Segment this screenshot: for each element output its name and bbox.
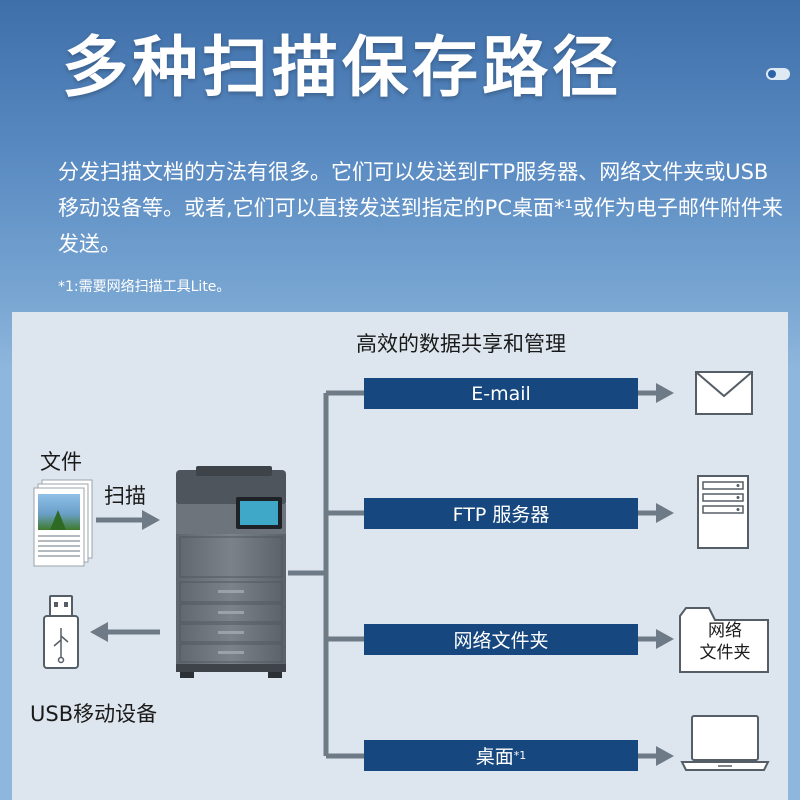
destination-desktop-label: 桌面 (475, 746, 514, 768)
folder-icon (679, 607, 769, 673)
connector-lines (288, 390, 364, 759)
destination-ftp-server[interactable]: FTP 服务器 (364, 498, 638, 529)
toggle-switch[interactable] (766, 68, 790, 80)
destination-network-folder[interactable]: 网络文件夹 (364, 624, 638, 655)
folder-icon-text: 网络 文件夹 (683, 620, 767, 664)
usb-drive-icon (43, 595, 79, 669)
destination-folder-label: 网络文件夹 (453, 630, 549, 652)
arrow-ftp (638, 503, 674, 523)
footnote-text: *1:需要网络扫描工具Lite。 (58, 279, 231, 295)
destination-email[interactable]: E-mail (364, 378, 638, 409)
usb-arrow (90, 622, 160, 642)
usb-label: USB移动设备 (30, 702, 158, 726)
destination-desktop[interactable]: 桌面*1 (364, 740, 638, 771)
page-title: 多种扫描保存路径 (62, 29, 622, 106)
destination-ftp-label: FTP 服务器 (452, 504, 550, 526)
diagram-heading: 高效的数据共享和管理 (356, 332, 566, 356)
arrow-desktop (638, 746, 674, 766)
scan-label: 扫描 (104, 484, 146, 508)
document-label: 文件 (40, 450, 82, 474)
toggle-knob (768, 70, 776, 78)
document-stack-icon (33, 479, 93, 567)
scan-arrow (96, 510, 160, 530)
folder-icon-text-line1: 网络 (708, 621, 742, 641)
folder-icon-text-line2: 文件夹 (699, 643, 751, 663)
destination-email-label: E-mail (471, 382, 531, 405)
destination-desktop-footnote-mark: *1 (513, 749, 527, 762)
laptop-icon (680, 715, 770, 771)
output-arrows (638, 383, 674, 766)
envelope-icon (695, 371, 753, 415)
arrow-email (638, 383, 674, 403)
description-text: 分发扫描文档的方法有很多。它们可以发送到FTP服务器、网络文件夹或USB移动设备… (58, 160, 783, 256)
multifunction-printer-image (176, 466, 286, 678)
server-icon (697, 475, 749, 549)
arrow-folder (638, 629, 674, 649)
